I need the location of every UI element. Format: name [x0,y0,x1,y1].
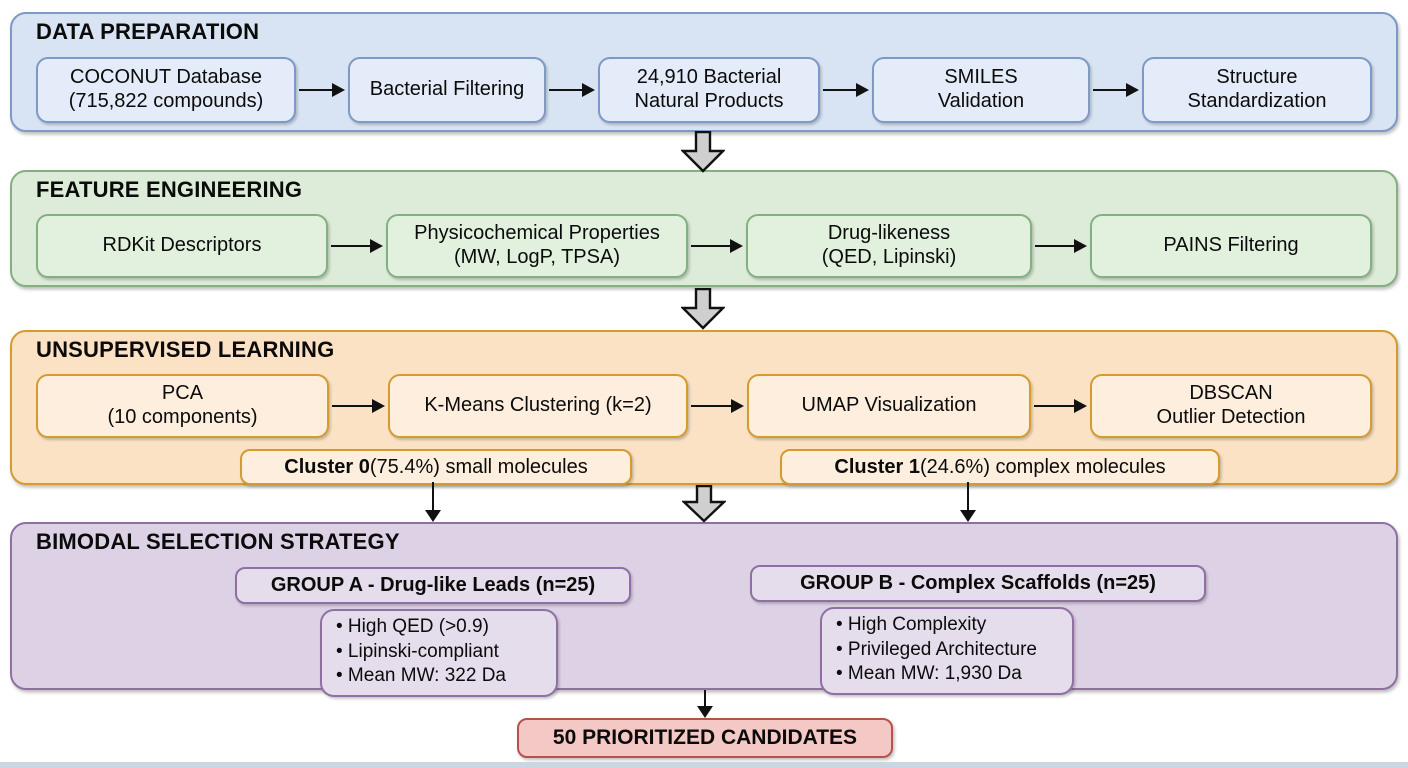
cluster-0-description: (75.4%) small molecules [369,455,588,478]
cluster-0-name: Cluster 0 [284,455,370,478]
node-smiles-validation: SMILES Validation [872,57,1090,123]
arrow-right-icon [691,214,743,278]
group-a-criteria: • High QED (>0.9) • Lipinski-compliant •… [320,609,558,698]
arrow-right-icon [1034,374,1087,438]
unsupervised-learning-row: PCA (10 components) K-Means Clustering (… [36,374,1372,438]
node-kmeans-clustering: K-Means Clustering (k=2) [388,374,688,438]
arrow-down-icon [425,482,441,522]
node-rdkit-descriptors: RDKit Descriptors [36,214,328,278]
result-candidates: 50 PRIORITIZED CANDIDATES [517,718,893,758]
section-feature-engineering: FEATURE ENGINEERING RDKit Descriptors Ph… [10,170,1398,287]
node-structure-standardization: Structure Standardization [1142,57,1372,123]
group-a-header: GROUP A - Drug-like Leads (n=25) [235,567,631,604]
node-coconut-database: COCONUT Database (715,822 compounds) [36,57,296,123]
node-bacterial-natural-products: 24,910 Bacterial Natural Products [598,57,820,123]
arrow-down-icon [960,482,976,522]
arrow-right-icon [299,57,345,123]
block-arrow-down-icon [681,288,725,330]
arrow-down-icon [697,690,713,718]
section-title-bimodal-selection: BIMODAL SELECTION STRATEGY [36,529,400,554]
node-pca: PCA (10 components) [36,374,329,438]
arrow-right-icon [1035,214,1087,278]
section-title-data-preparation: DATA PREPARATION [36,19,260,44]
arrow-right-icon [549,57,595,123]
cutoff-panel-edge [0,762,1408,768]
node-physicochemical-properties: Physicochemical Properties (MW, LogP, TP… [386,214,688,278]
node-drug-likeness: Drug-likeness (QED, Lipinski) [746,214,1032,278]
cluster-1-label: Cluster 1 (24.6%) complex molecules [780,449,1220,485]
block-arrow-down-icon [682,485,726,523]
section-data-preparation: DATA PREPARATION COCONUT Database (715,8… [10,12,1398,132]
arrow-right-icon [691,374,744,438]
arrow-right-icon [823,57,869,123]
section-title-feature-engineering: FEATURE ENGINEERING [36,177,303,202]
block-arrow-down-icon [681,131,725,173]
cluster-1-description: (24.6%) complex molecules [919,455,1166,478]
data-preparation-row: COCONUT Database (715,822 compounds) Bac… [36,57,1372,123]
section-bimodal-selection: BIMODAL SELECTION STRATEGY GROUP A - Dru… [10,522,1398,698]
feature-engineering-row: RDKit Descriptors Physicochemical Proper… [36,214,1372,278]
cluster-0-label: Cluster 0 (75.4%) small molecules [240,449,632,485]
arrow-right-icon [331,214,383,278]
node-pains-filtering: PAINS Filtering [1090,214,1372,278]
group-b-criteria: • High Complexity • Privileged Architect… [820,607,1074,696]
section-title-unsupervised-learning: UNSUPERVISED LEARNING [36,337,335,362]
node-dbscan-outlier-detection: DBSCAN Outlier Detection [1090,374,1372,438]
group-b-header: GROUP B - Complex Scaffolds (n=25) [750,565,1206,602]
arrow-right-icon [1093,57,1139,123]
cluster-1-name: Cluster 1 [834,455,920,478]
node-umap-visualization: UMAP Visualization [747,374,1031,438]
node-bacterial-filtering: Bacterial Filtering [348,57,546,123]
section-unsupervised-learning: UNSUPERVISED LEARNING PCA (10 components… [10,330,1398,485]
arrow-right-icon [332,374,385,438]
